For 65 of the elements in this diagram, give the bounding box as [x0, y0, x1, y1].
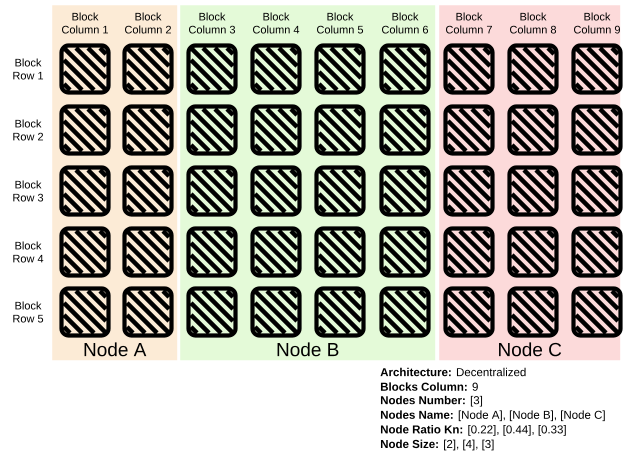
info-line: Node Ratio Kn: [0.22], [0.44], [0.33]	[380, 425, 566, 436]
hatched-block	[59, 43, 111, 95]
hatched-block	[59, 165, 111, 217]
hatched-block	[186, 43, 238, 95]
hatched-block	[122, 104, 174, 156]
hatched-block	[186, 226, 238, 278]
hatched-block	[507, 286, 559, 338]
hatched-block	[443, 104, 495, 156]
hatched-block	[59, 226, 111, 278]
hatched-block	[379, 165, 431, 217]
row-label: Block Row 5	[13, 301, 44, 323]
row-label: Block Row 4	[13, 241, 44, 263]
row-label: Block Row 2	[13, 119, 44, 141]
hatched-block	[186, 286, 238, 338]
hatched-block	[507, 43, 559, 95]
hatched-block	[571, 165, 623, 217]
hatched-block	[250, 104, 302, 156]
hatched-block	[314, 286, 366, 338]
hatched-block	[314, 104, 366, 156]
hatched-block	[443, 165, 495, 217]
hatched-block	[250, 165, 302, 217]
hatched-block	[379, 226, 431, 278]
hatched-block	[443, 286, 495, 338]
hatched-block	[250, 43, 302, 95]
hatched-block	[250, 286, 302, 338]
column-label: Block Column 3	[189, 12, 236, 34]
info-line: Blocks Column: 9	[380, 382, 478, 391]
hatched-block	[250, 226, 302, 278]
column-label: Block Column 7	[446, 12, 492, 34]
column-label: Block Column 2	[125, 12, 171, 34]
column-label: Block Column 1	[62, 12, 108, 34]
hatched-block	[571, 286, 623, 338]
hatched-block	[379, 43, 431, 95]
hatched-block	[122, 165, 174, 217]
column-label: Block Column 5	[317, 12, 364, 34]
hatched-block	[379, 104, 431, 156]
row-label: Block Row 3	[13, 180, 44, 202]
column-label: Block Column 8	[510, 12, 556, 34]
hatched-block	[571, 104, 623, 156]
hatched-block	[571, 226, 623, 278]
hatched-block	[122, 43, 174, 95]
hatched-block	[314, 165, 366, 217]
info-line: Nodes Name: [Node A], [Node B], [Node C]	[380, 410, 605, 422]
hatched-block	[122, 286, 174, 338]
hatched-block	[122, 226, 174, 278]
hatched-block	[186, 165, 238, 217]
hatched-block	[186, 104, 238, 156]
hatched-block	[379, 286, 431, 338]
hatched-block	[59, 104, 111, 156]
info-line: Node Size: [2], [4], [3]	[380, 440, 494, 450]
hatched-block	[443, 43, 495, 95]
info-line: Architecture: Decentralized	[380, 368, 526, 376]
row-label: Block Row 1	[13, 58, 44, 80]
hatched-block	[507, 165, 559, 217]
column-label: Block Column 6	[382, 12, 428, 34]
hatched-block	[507, 104, 559, 156]
column-label: Block Column 4	[253, 12, 300, 34]
hatched-block	[571, 43, 623, 95]
hatched-block	[314, 43, 366, 95]
hatched-block	[59, 286, 111, 338]
hatched-block	[314, 226, 366, 278]
info-line: Nodes Number: [3]	[380, 396, 482, 407]
hatched-block	[443, 226, 495, 278]
hatched-block	[507, 226, 559, 278]
column-label: Block Column 9	[574, 12, 620, 34]
